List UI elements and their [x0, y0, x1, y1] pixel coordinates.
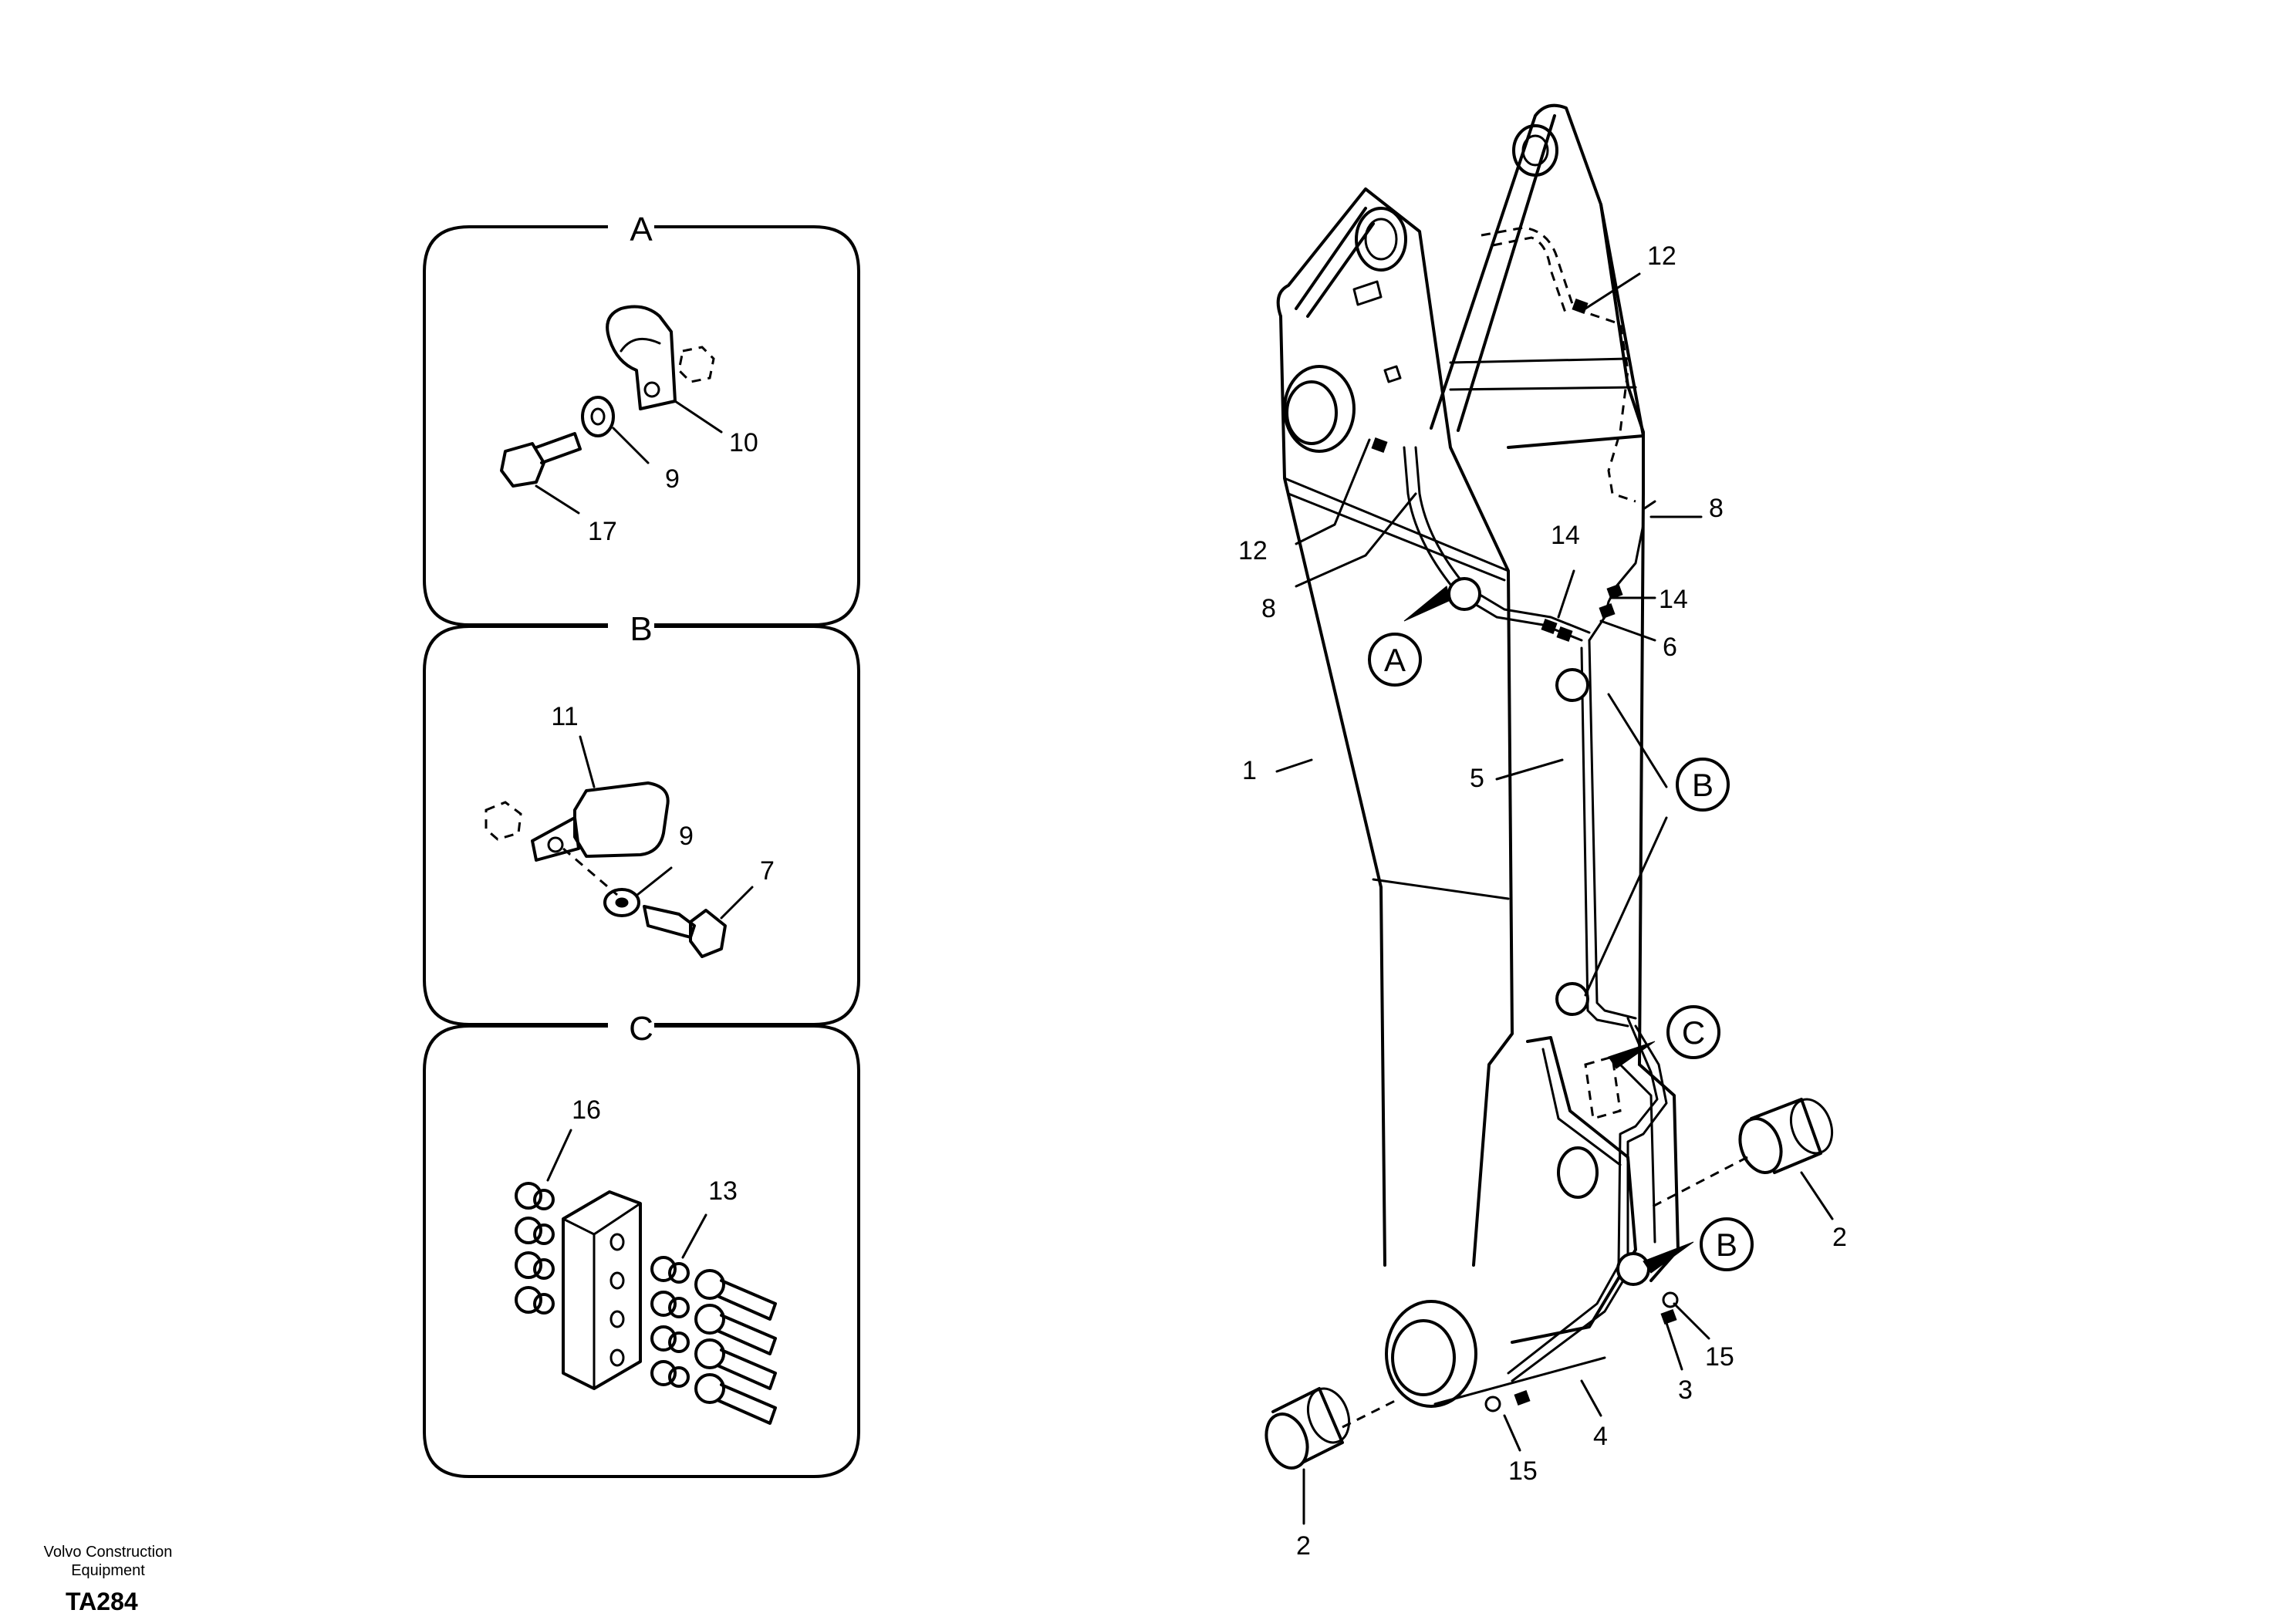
label-part-12-top: 12: [1647, 241, 1676, 271]
detail-callout-b-upper: B: [1676, 758, 1730, 812]
label-part-15-right: 15: [1705, 1342, 1734, 1372]
label-part-9: 9: [665, 464, 680, 494]
washer-part-9: [581, 396, 615, 437]
svg-text:B: B: [1716, 1227, 1737, 1263]
bushing-right: [1738, 1098, 1834, 1174]
svg-text:B: B: [1692, 767, 1714, 803]
detail-callout-a: A: [1368, 633, 1422, 687]
label-part-13: 13: [708, 1176, 738, 1206]
bolt-part-7: [643, 905, 727, 958]
label-part-8-left: 8: [1261, 594, 1276, 623]
label-part-2-left: 2: [1296, 1531, 1311, 1561]
diagram-code: TA284: [66, 1588, 138, 1615]
fittings-part-13: [650, 1256, 777, 1425]
svg-text:A: A: [1384, 642, 1406, 678]
bushing-left: [1264, 1387, 1351, 1470]
detail-callout-c: C: [1666, 1005, 1720, 1059]
washer-part-9-b: [603, 888, 640, 917]
nipples-part-16: [515, 1182, 555, 1315]
distribution-block: [562, 1190, 642, 1390]
label-part-5: 5: [1470, 764, 1484, 793]
leader-lines: [1275, 272, 1834, 1525]
label-part-15-left: 15: [1508, 1456, 1538, 1486]
clamp-part-11: [485, 781, 670, 896]
svg-text:C: C: [1682, 1014, 1705, 1051]
label-part-6: 6: [1663, 633, 1677, 662]
label-part-4: 4: [1593, 1422, 1608, 1451]
panel-a-title: A: [630, 211, 653, 248]
detail-panel-b: B 11 9 7: [423, 610, 860, 1026]
detail-callout-b-lower: B: [1700, 1217, 1754, 1271]
label-part-14-left: 14: [1551, 521, 1580, 550]
footer-company: Volvo Construction Equipment: [15, 1543, 201, 1580]
arm-assembly: [1264, 103, 1834, 1470]
label-part-7: 7: [760, 856, 775, 886]
detail-panel-a: A 10 9 17: [423, 211, 860, 626]
part-numbers: 12 12 8 8 14 14 6 1 5 2 2 15 15 3 4: [1238, 241, 1847, 1561]
bolt-part-17: [500, 432, 582, 488]
label-part-2-right: 2: [1832, 1223, 1847, 1252]
label-part-9-b: 9: [679, 822, 694, 851]
clamp-part-10: [606, 305, 715, 410]
label-part-14-right: 14: [1659, 585, 1688, 614]
company-name-line2: Equipment: [71, 1562, 145, 1579]
label-part-3: 3: [1678, 1375, 1693, 1405]
label-part-11: 11: [551, 702, 578, 731]
panel-c-title: C: [629, 1010, 653, 1048]
label-part-10: 10: [729, 428, 758, 457]
company-name-line1: Volvo Construction: [43, 1544, 173, 1561]
panel-b-title: B: [630, 610, 652, 648]
detail-panel-c: C 16 13: [423, 1010, 860, 1478]
label-part-16: 16: [572, 1095, 601, 1125]
label-part-17: 17: [588, 517, 617, 546]
label-part-8-right: 8: [1709, 494, 1724, 523]
label-part-1: 1: [1242, 756, 1257, 785]
label-part-12-left: 12: [1238, 536, 1268, 565]
